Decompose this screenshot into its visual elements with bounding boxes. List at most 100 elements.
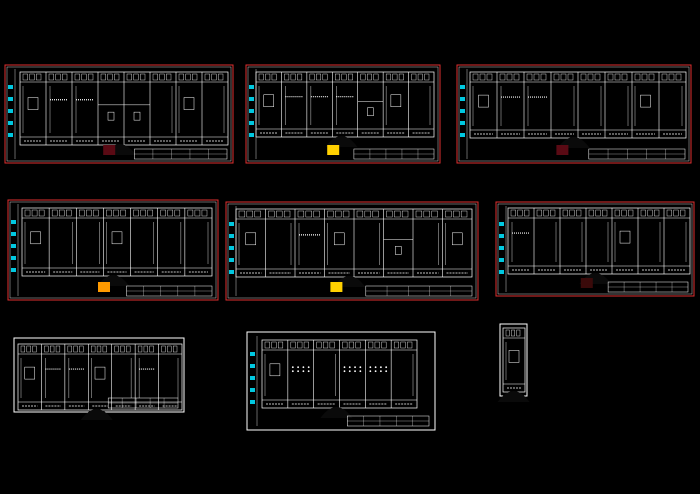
sheet-inner-frame [458,66,690,162]
instrument-box [172,345,178,353]
title-block-cutout [325,136,358,147]
instrument-box [166,73,172,81]
instrument-box [668,73,675,81]
instrument-box [66,209,72,217]
instrument-box [640,209,646,217]
instrument-box [506,73,513,81]
sheet-frame [4,64,234,164]
meter-window [263,94,274,107]
instrument-box [374,341,380,349]
instrument-box [567,73,574,81]
instrument-box [595,209,601,217]
instrument-box [32,345,37,353]
instrument-box [107,73,113,81]
instrument-box [55,345,61,353]
side-strip-mark [460,97,465,101]
instrument-box [348,341,354,349]
instrument-box [271,341,277,349]
instrument-box [174,209,181,217]
indicator-dot [343,370,346,373]
side-strip-mark [460,133,465,137]
instrument-box [453,210,460,218]
instrument-box [160,209,166,217]
instrument-box [385,73,391,81]
indicator-dot [374,370,377,373]
instrument-box [290,341,296,349]
instrument-box [38,209,45,217]
instrument-box [283,210,291,218]
instrument-box [373,73,379,81]
instrument-box [55,73,61,81]
meter-window [640,94,651,108]
meter-window [94,366,106,380]
indicator-dot [302,370,305,373]
instrument-box [58,209,65,217]
instrument-box [348,73,353,81]
sheet-inner-frame [6,66,232,162]
instrument-box [392,73,398,81]
instrument-box [96,345,102,353]
instrument-box [342,210,350,218]
meter-window [390,94,402,107]
highlight-swatch [556,145,569,155]
instrument-box [607,73,614,81]
instrument-box [238,210,246,218]
meter-window [508,350,520,363]
instrument-box [393,341,399,349]
instrument-box [149,345,154,353]
instrument-box [147,209,153,217]
side-strip-mark [229,246,234,250]
instrument-box [445,210,452,218]
instrument-box [159,73,165,81]
sheets-layer [4,64,695,431]
side-strip-mark [11,220,16,224]
indicator-dot [307,370,310,373]
instrument-box [187,209,194,217]
side-strip-mark [249,97,254,101]
instrument-box [550,209,556,217]
breaker-window [395,246,402,255]
instrument-box [368,341,374,349]
side-strip-mark [499,234,504,238]
instrument-box [516,329,521,337]
instrument-box [510,209,516,217]
instrument-box [628,209,634,217]
instrument-box [297,341,303,349]
instrument-box [329,341,335,349]
meter-window [269,363,281,377]
sheet-frame [225,201,479,301]
instrument-box [102,345,107,353]
highlight-swatch [580,278,593,288]
instrument-box [20,345,26,353]
title-block-cutout [80,409,113,420]
side-strip-mark [11,268,16,272]
instrument-box [499,73,506,81]
instrument-box [366,73,372,81]
indicator-dot [369,370,372,373]
instrument-box [423,210,430,218]
instrument-box [401,210,409,218]
instrument-box [673,209,679,217]
instrument-box [621,73,628,81]
instrument-box [513,73,520,81]
instrument-box [486,73,493,81]
instrument-box [86,209,92,217]
instrument-box [634,73,641,81]
sheet-frame [495,201,695,297]
instrument-box [594,73,601,81]
instrument-box [424,73,430,81]
instrument-box [569,209,575,217]
sheet-2 [245,64,441,164]
side-strip-mark [8,109,13,113]
indicator-dot [379,366,382,369]
instrument-box [126,73,132,81]
side-strip-mark [460,109,465,113]
side-strip-mark [229,222,234,226]
sheet-1 [4,64,234,164]
indicator-dot [348,366,351,369]
instrument-box [297,73,303,81]
instrument-box [335,73,340,81]
highlight-swatch [103,145,116,155]
instrument-box [411,73,417,81]
instrument-box [192,73,198,81]
